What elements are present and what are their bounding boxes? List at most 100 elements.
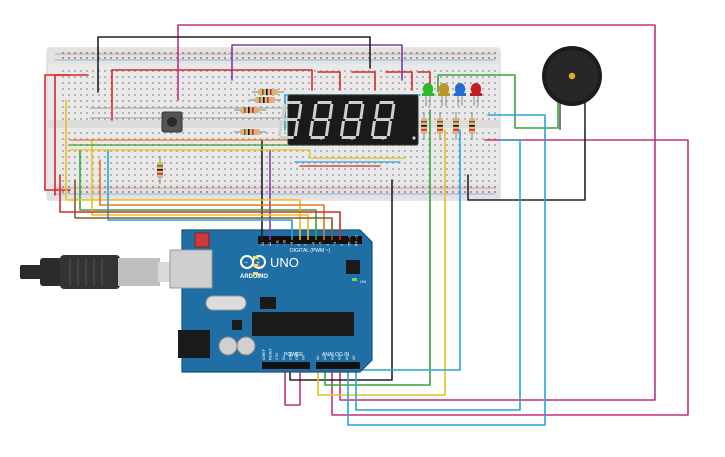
resistor [453, 112, 459, 140]
pin-label: TX→1 [347, 236, 351, 246]
wire-red [59, 174, 341, 229]
segment [279, 136, 294, 139]
resistor [252, 89, 284, 95]
pin-label: A0 [316, 356, 320, 360]
segment [317, 101, 332, 104]
wire-red [317, 71, 341, 91]
segment [343, 104, 349, 119]
on-label: ON [360, 279, 366, 284]
piezo-buzzer [542, 46, 602, 130]
pin-label: 12 [268, 242, 272, 246]
segment [286, 101, 301, 104]
segment [341, 136, 356, 139]
segment [372, 136, 387, 139]
pin-label: 13 [261, 242, 265, 246]
display-digit: 8 [370, 101, 416, 140]
display-digits: 8888 [277, 101, 416, 140]
wire-magenta [331, 139, 689, 416]
svg-text:+: + [256, 260, 260, 267]
pin-label: A3 [338, 356, 342, 360]
pin-label: A4 [345, 356, 349, 360]
pin-label: ~5 [319, 242, 323, 246]
segment [359, 104, 365, 119]
segment [374, 104, 380, 119]
resistor [249, 97, 281, 103]
segment [297, 104, 303, 119]
resistors [157, 89, 475, 184]
analog-label: ANALOG IN [322, 352, 350, 358]
segment [324, 121, 330, 136]
segment [277, 121, 283, 136]
pin-label: Vin [302, 355, 306, 360]
wire-yellow [317, 129, 446, 396]
resistor [157, 156, 163, 184]
wire-yellow [91, 139, 309, 229]
segment [310, 136, 325, 139]
wire-yellow [69, 149, 406, 159]
pin-label: A2 [330, 356, 334, 360]
board-brand: ARDUINO [240, 274, 268, 280]
wire-brown [74, 179, 333, 229]
l-label: L [258, 256, 261, 261]
pin-label: ~9 [290, 242, 294, 246]
led [438, 83, 450, 106]
push-button[interactable] [161, 111, 183, 133]
decimal-point [412, 136, 416, 140]
reset-button[interactable] [194, 232, 210, 248]
header-wires [261, 228, 341, 240]
pin-label: ~6 [311, 242, 315, 246]
wire-red [351, 71, 376, 91]
svg-text:−: − [244, 260, 248, 267]
display-digit: 8 [339, 101, 385, 140]
wire-blue [107, 149, 293, 229]
wire-blue [355, 139, 521, 411]
pin-label: A5 [352, 356, 356, 360]
led [470, 83, 482, 106]
segment [293, 121, 299, 136]
capacitor [218, 336, 238, 356]
resistor [437, 112, 443, 140]
pin-label: 7 [304, 244, 308, 246]
pin-label: IOREF [262, 348, 266, 360]
pin-label: 8 [297, 244, 301, 246]
pin-label: GND [288, 352, 292, 360]
rx-label: RX [258, 272, 264, 277]
capacitor [236, 336, 256, 356]
resistor [421, 112, 427, 140]
wire-green [324, 109, 431, 386]
wire-green [437, 74, 559, 129]
segment [328, 104, 334, 119]
wire-yellow [65, 99, 301, 229]
wire-black [467, 79, 586, 201]
segment [282, 118, 298, 121]
tx-label: TX [258, 264, 263, 269]
pin-label: RESET [269, 347, 273, 360]
segment [344, 118, 360, 121]
segment [308, 121, 314, 136]
segment [386, 121, 392, 136]
segment [370, 121, 376, 136]
wire-black [97, 36, 371, 93]
segment [355, 121, 361, 136]
resistor [234, 107, 266, 113]
pin-label: A1 [323, 356, 327, 360]
wire-orange [99, 159, 325, 229]
atmega-chip [252, 312, 354, 336]
pin-label: 4 [326, 244, 330, 246]
infinity-logo-icon: − + [240, 255, 266, 269]
segment [390, 104, 396, 119]
wire-purple [231, 44, 403, 81]
pin-label: ~11 [275, 240, 279, 246]
digital-header [258, 236, 362, 244]
wire-red [385, 71, 413, 91]
segment [312, 104, 318, 119]
arduino-uno-board: − + UNO ARDUINO DIGITAL (PWM ~) POWER AN… [169, 229, 373, 373]
led [454, 83, 466, 106]
segment [375, 118, 391, 121]
analog-header [316, 362, 360, 369]
